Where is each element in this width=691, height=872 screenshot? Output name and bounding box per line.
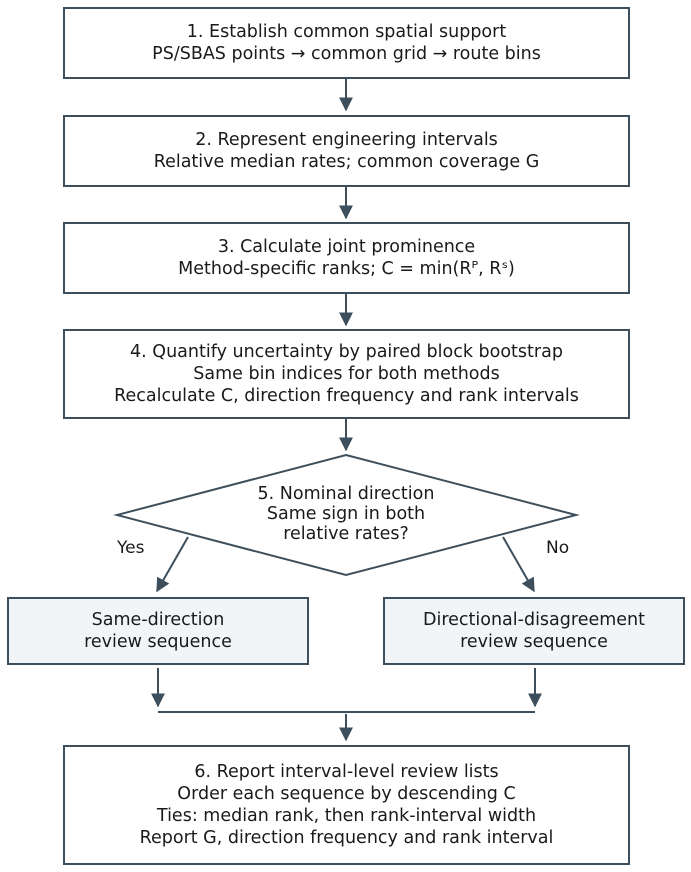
decision-diamond [113,453,580,577]
decision-question-1: Same sign in both [266,504,426,524]
no-label: No [546,538,570,558]
step-3-title: 3. Calculate joint prominence [217,237,476,257]
step-2-detail: Relative median rates; common coverage G [153,152,540,172]
same-direction-box: Same-direction review sequence [7,597,309,665]
same-direction-line-2: review sequence [84,632,232,652]
step-6-detail-3: Report G, direction frequency and rank i… [139,828,554,848]
step-4-detail-2: Recalculate C, direction frequency and r… [114,386,579,406]
step-1-title: 1. Establish common spatial support [186,22,507,42]
disagreement-line-1: Directional-disagreement [423,610,645,630]
same-direction-line-1: Same-direction [91,610,225,630]
step-4-detail-1: Same bin indices for both methods [193,364,500,384]
step-3-box: 3. Calculate joint prominence Method-spe… [63,222,630,294]
disagreement-box: Directional-disagreement review sequence [383,597,685,665]
arrow-no [502,536,535,593]
yes-label: Yes [117,538,145,558]
step-6-detail-2: Ties: median rank, then rank-interval wi… [156,806,537,826]
decision-title: 5. Nominal direction [257,484,435,504]
step-6-box: 6. Report interval-level review lists Or… [63,745,630,865]
step-2-box: 2. Represent engineering intervals Relat… [63,115,630,187]
step-3-detail: Method-specific ranks; C = min(Rᴾ, Rˢ) [178,259,515,279]
decision-text: 5. Nominal direction Same sign in both r… [196,484,496,544]
step-2-title: 2. Represent engineering intervals [195,130,498,150]
arrow-yes [156,536,189,593]
step-4-title: 4. Quantify uncertainty by paired block … [130,342,563,362]
step-1-box: 1. Establish common spatial support PS/S… [63,7,630,79]
step-1-detail: PS/SBAS points → common grid → route bin… [152,44,541,64]
disagreement-line-2: review sequence [460,632,608,652]
step-4-box: 4. Quantify uncertainty by paired block … [63,329,630,419]
step-6-detail-1: Order each sequence by descending C [177,784,516,804]
step-6-title: 6. Report interval-level review lists [194,762,499,782]
decision-question-2: relative rates? [283,524,409,544]
